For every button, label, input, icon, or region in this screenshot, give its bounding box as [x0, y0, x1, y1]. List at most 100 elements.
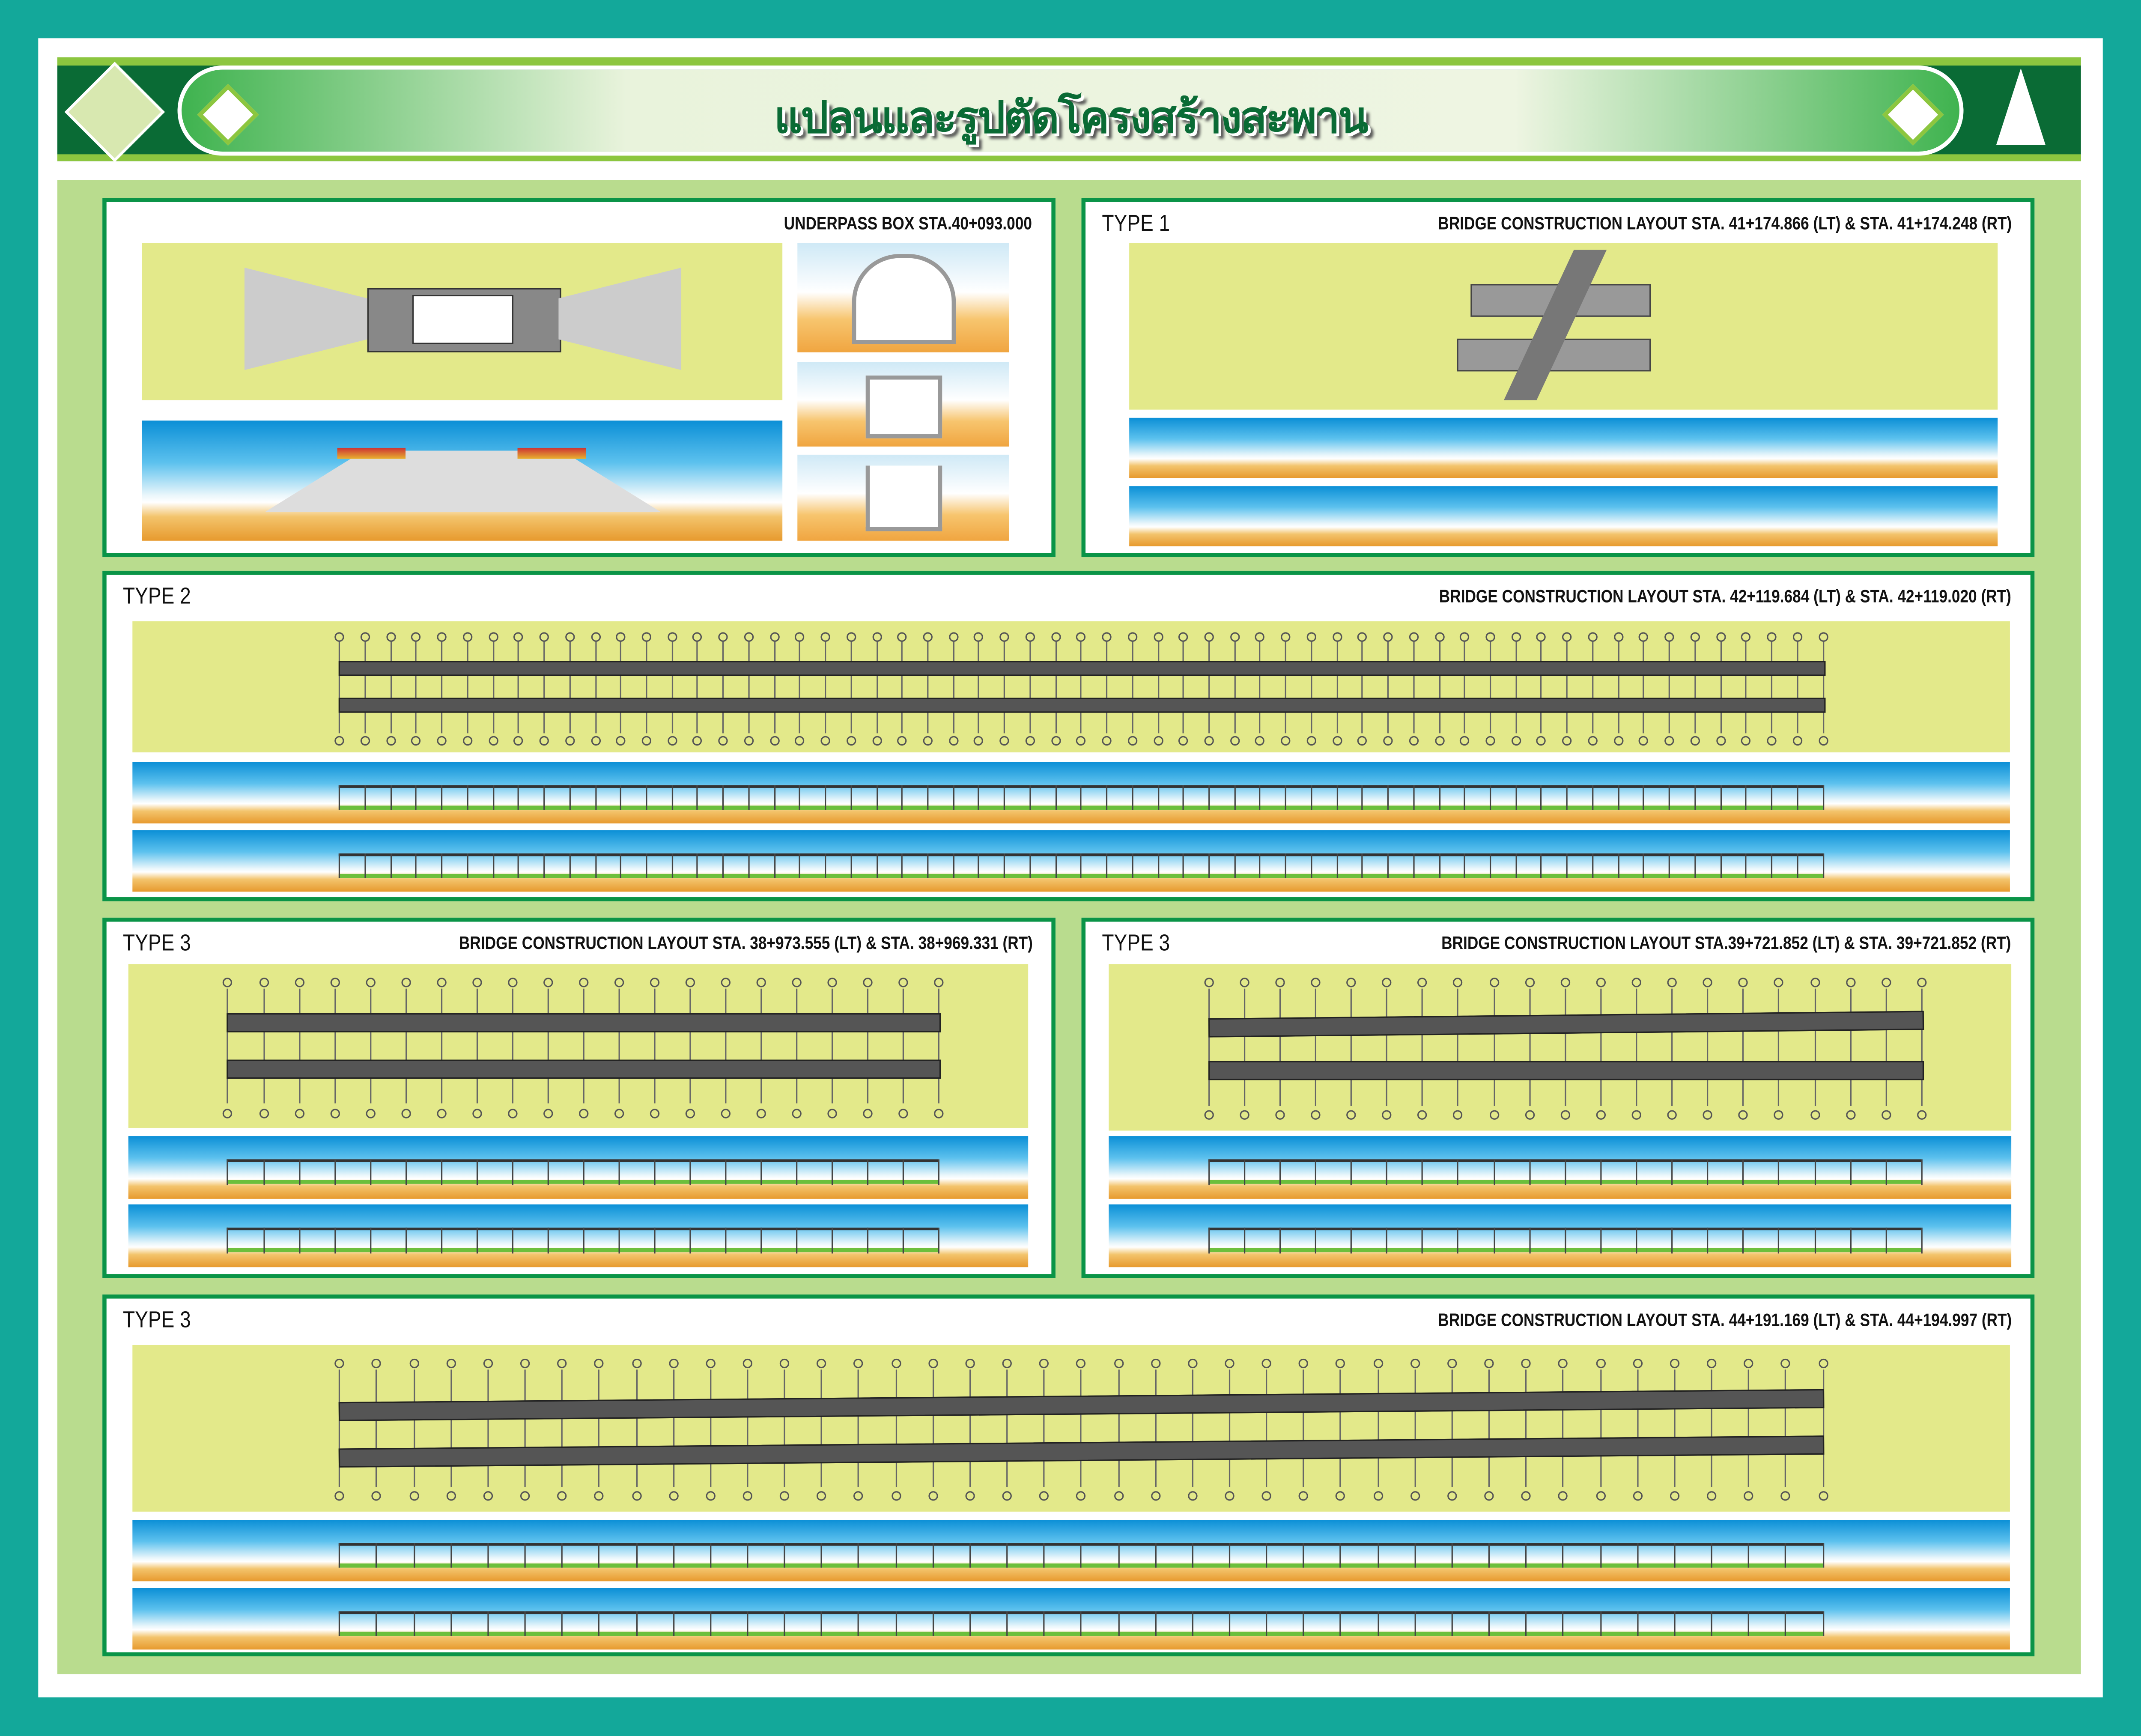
axis-marker-icon	[846, 632, 856, 641]
axis-marker-icon	[965, 1491, 975, 1501]
pier	[1422, 1228, 1423, 1253]
pier	[1387, 853, 1389, 878]
pier	[1043, 1543, 1045, 1568]
axis-marker-icon	[820, 737, 831, 746]
pier	[1386, 1228, 1388, 1253]
underpass-section-arch	[797, 243, 1009, 352]
pier	[1377, 1543, 1379, 1568]
axis-marker-icon	[330, 1108, 340, 1118]
axis-marker-icon	[557, 1358, 567, 1368]
pier	[1711, 1543, 1712, 1568]
axis-marker-icon	[667, 632, 677, 641]
pier	[1118, 1543, 1119, 1568]
axis-marker-icon	[1113, 1491, 1123, 1501]
type2-plan	[132, 621, 2010, 753]
gridline	[1771, 641, 1773, 733]
pier	[1711, 1611, 1712, 1636]
pier	[1351, 1228, 1352, 1253]
axis-marker-icon	[1639, 632, 1649, 641]
axis-marker-icon	[854, 1491, 864, 1501]
axis-marker-icon	[1275, 977, 1285, 987]
axis-marker-icon	[1230, 737, 1240, 746]
axis-marker-icon	[557, 1491, 567, 1501]
axis-marker-icon	[756, 1108, 766, 1118]
pier	[441, 785, 443, 810]
pier	[876, 853, 877, 878]
gridline	[932, 1370, 934, 1487]
gridline	[413, 1370, 415, 1487]
pier	[334, 1228, 336, 1253]
ground-line	[1208, 1180, 1921, 1184]
axis-marker-icon	[1792, 632, 1802, 641]
pier	[1080, 1611, 1082, 1636]
gridline	[364, 641, 366, 733]
gridline	[1464, 641, 1466, 733]
pier	[858, 1611, 860, 1636]
gridline	[561, 1370, 563, 1487]
axis-marker-icon	[928, 1358, 938, 1368]
gridline	[298, 988, 300, 1104]
axis-marker-icon	[1418, 977, 1428, 987]
axis-marker-icon	[742, 1358, 752, 1368]
underpass-section-box	[797, 362, 1009, 447]
gridline	[799, 641, 801, 733]
axis-marker-icon	[744, 737, 754, 746]
axis-marker-icon	[974, 632, 984, 641]
gridline	[569, 641, 571, 733]
pier	[653, 1228, 656, 1253]
pier	[467, 853, 468, 878]
pier	[969, 1611, 971, 1636]
pier	[1362, 853, 1363, 878]
pier	[376, 1611, 378, 1636]
axis-marker-icon	[1707, 1491, 1717, 1501]
pier	[1529, 1228, 1530, 1253]
pier	[618, 1228, 620, 1253]
gridline	[1315, 989, 1317, 1106]
axis-marker-icon	[974, 737, 984, 746]
pier	[1849, 1160, 1851, 1185]
pier	[895, 1611, 897, 1636]
gridline	[1208, 641, 1210, 733]
axis-marker-icon	[1418, 1110, 1428, 1120]
axis-marker-icon	[668, 1491, 678, 1501]
pier	[1310, 785, 1312, 810]
type1-plan	[1129, 243, 1998, 410]
axis-marker-icon	[1560, 1110, 1570, 1120]
gridline	[1707, 989, 1709, 1106]
pier	[1694, 853, 1696, 878]
gridline	[1029, 641, 1031, 733]
axis-marker-icon	[827, 977, 837, 987]
gridline	[821, 1370, 823, 1487]
axis-marker-icon	[923, 737, 933, 746]
gridline	[1080, 641, 1082, 733]
gridline	[1711, 1370, 1712, 1487]
pier	[1525, 1543, 1527, 1568]
gridline	[796, 988, 798, 1104]
ground-line	[1208, 1248, 1921, 1253]
pier	[298, 1160, 300, 1185]
pier	[1814, 1160, 1816, 1185]
pier	[440, 1160, 442, 1185]
axis-marker-icon	[616, 632, 626, 641]
axis-marker-icon	[820, 632, 831, 641]
axis-marker-icon	[488, 737, 498, 746]
pier	[1438, 785, 1440, 810]
gridline	[1541, 641, 1542, 733]
axis-marker-icon	[1113, 1358, 1123, 1368]
axis-marker-icon	[1261, 1491, 1272, 1501]
gridline	[467, 641, 468, 733]
pier	[1004, 785, 1005, 810]
panel-type-label: TYPE 2	[122, 583, 191, 609]
pier	[784, 1611, 785, 1636]
pier	[339, 853, 340, 878]
axis-marker-icon	[1410, 1491, 1420, 1501]
pier	[773, 785, 775, 810]
axis-marker-icon	[1667, 1110, 1677, 1120]
pier	[932, 1611, 934, 1636]
gridline	[876, 641, 877, 733]
axis-marker-icon	[1346, 977, 1356, 987]
gridline	[722, 641, 724, 733]
pier	[672, 1543, 674, 1568]
axis-marker-icon	[1667, 977, 1677, 987]
pier	[582, 1228, 584, 1253]
